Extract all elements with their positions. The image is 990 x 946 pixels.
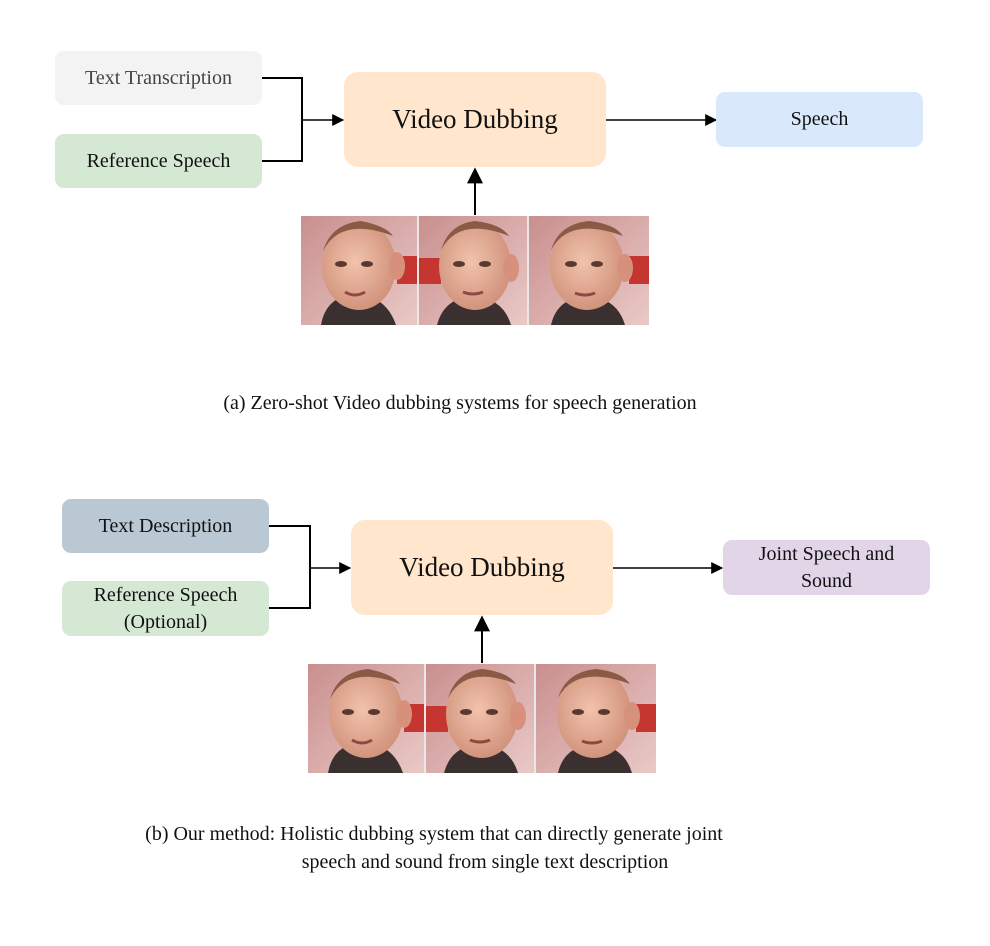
joint-speech-label: Joint Speech and (758, 542, 895, 565)
text-description-box: Text Description (62, 499, 269, 553)
video-dubbing-label-a: Video Dubbing (392, 104, 558, 134)
video-frame (308, 664, 424, 773)
diagram-a-connectors (262, 77, 718, 215)
video-frame (426, 664, 534, 773)
reference-speech-box: Reference Speech (55, 134, 262, 188)
reference-speech-optional-box: Reference Speech (Optional) (62, 581, 269, 636)
text-transcription-box: Text Transcription (55, 51, 262, 105)
face-image (301, 216, 417, 325)
caption-a: (a) Zero-shot Video dubbing systems for … (223, 392, 697, 414)
video-dubbing-label-b: Video Dubbing (399, 552, 565, 582)
face-image (426, 664, 534, 773)
diagram-b-connectors (269, 525, 724, 663)
reference-speech-label: Reference Speech (93, 583, 238, 606)
optional-label: (Optional) (123, 610, 208, 633)
video-frames-a (301, 216, 649, 325)
video-frame (419, 216, 527, 325)
video-dubbing-box-a: Video Dubbing (344, 72, 606, 167)
joint-speech-sound-box: Joint Speech and Sound (723, 540, 930, 595)
video-frame (529, 216, 649, 325)
video-frame (536, 664, 656, 773)
video-frames-b (308, 664, 656, 773)
text-description-label: Text Description (98, 514, 233, 537)
video-frame (301, 216, 417, 325)
sound-label: Sound (800, 569, 853, 592)
text-transcription-label: Text Transcription (85, 66, 232, 89)
video-dubbing-box-b: Video Dubbing (351, 520, 613, 615)
caption-b: (b) Our method: Holistic dubbing system … (145, 823, 723, 873)
face-image (308, 664, 424, 773)
reference-speech-label: Reference Speech (86, 149, 231, 172)
face-image (419, 216, 527, 325)
face-image (536, 664, 656, 773)
speech-output-label: Speech (790, 108, 849, 130)
face-image (529, 216, 649, 325)
speech-output-box: Speech (716, 92, 923, 147)
